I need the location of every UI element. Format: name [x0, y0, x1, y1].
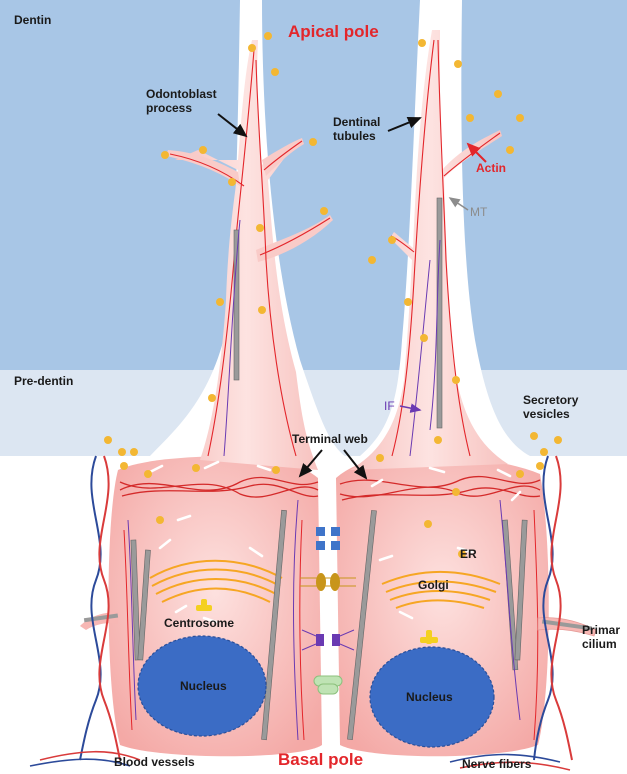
label-golgi: Golgi — [418, 579, 449, 593]
label-nucleus-left: Nucleus — [180, 680, 227, 694]
label-basal-pole: Basal pole — [278, 750, 363, 770]
gap-junction — [314, 676, 342, 694]
label-primary-cilium: Primar cilium — [582, 624, 620, 652]
label-if: IF — [384, 400, 395, 414]
dentin-layer — [0, 0, 627, 370]
label-apical-pole: Apical pole — [288, 22, 379, 42]
label-blood-vessels: Blood vessels — [114, 756, 195, 770]
label-dentin: Dentin — [14, 14, 51, 28]
label-odontoblast-process: Odontoblast process — [146, 88, 217, 116]
label-er: ER — [460, 548, 477, 562]
label-nerve-fibers: Nerve fibers — [462, 758, 531, 772]
label-mt: MT — [470, 206, 487, 220]
label-centrosome: Centrosome — [164, 617, 234, 631]
microtubule-process-right — [437, 198, 442, 428]
label-nucleus-right: Nucleus — [406, 691, 453, 705]
label-actin: Actin — [476, 162, 506, 176]
label-pre-dentin: Pre-dentin — [14, 375, 73, 389]
label-secretory-vesicles: Secretory vesicles — [523, 394, 578, 422]
label-dentinal-tubules: Dentinal tubules — [333, 116, 380, 144]
label-terminal-web: Terminal web — [292, 433, 368, 447]
microtubule-process-left — [234, 230, 239, 380]
